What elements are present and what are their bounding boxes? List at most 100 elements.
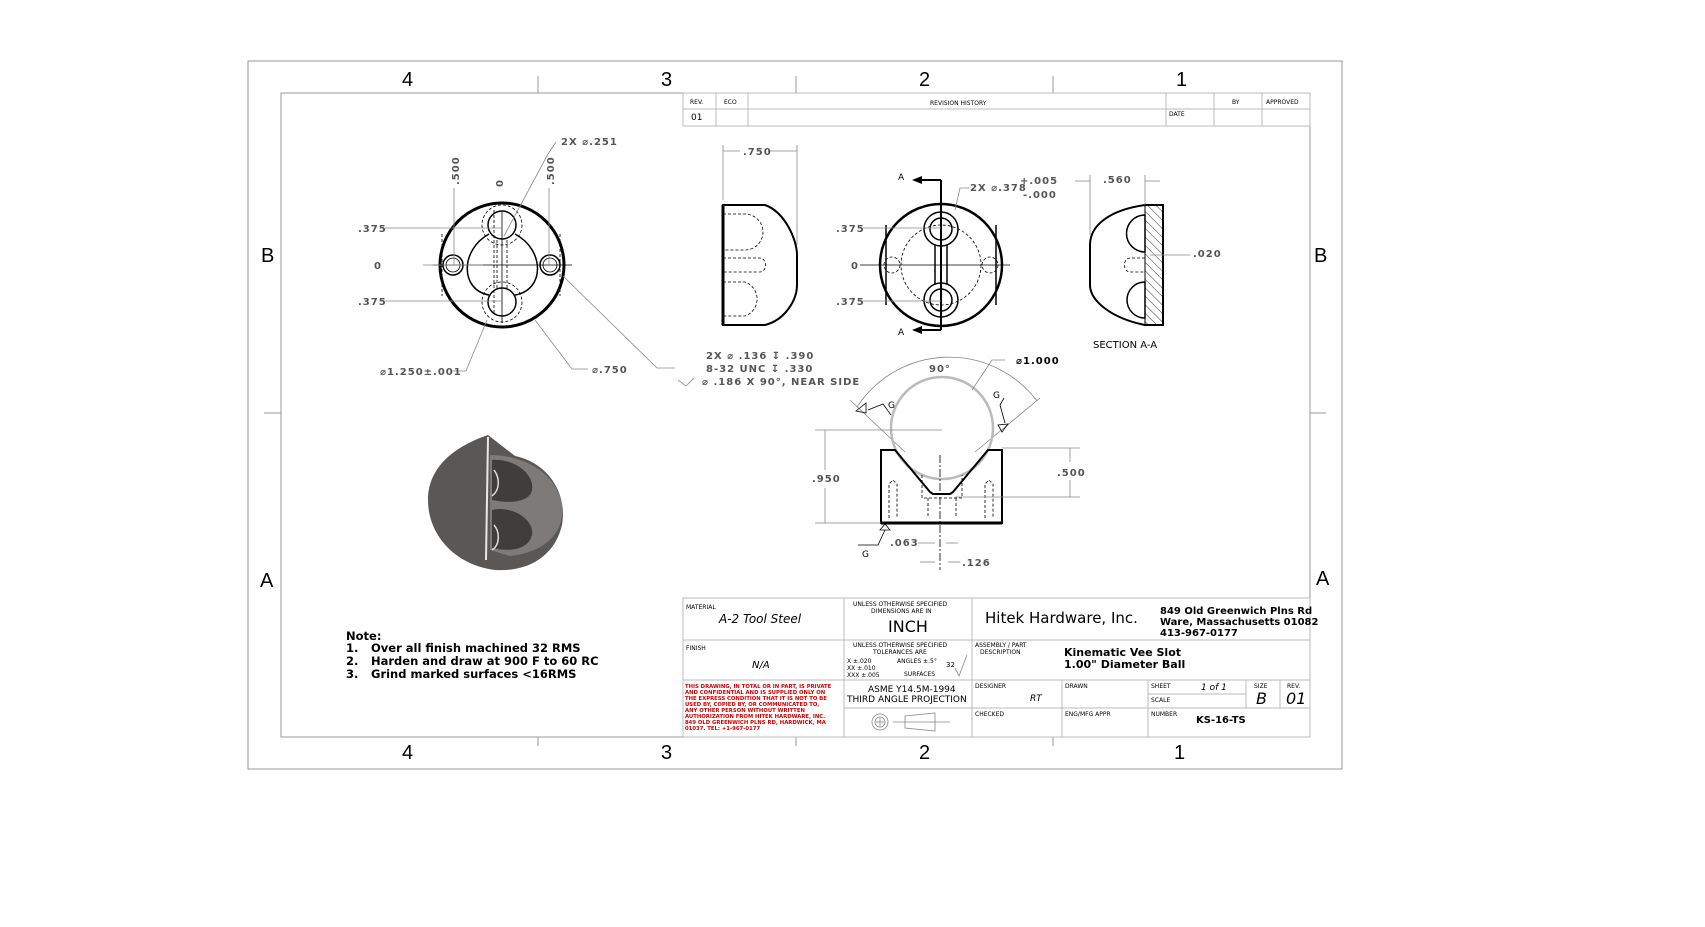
confidential-line: 01037. TEL: +1-967-0177 xyxy=(685,726,760,732)
hole-callout: 2X ⌀.251 xyxy=(561,137,618,148)
x-left-dim: .500 xyxy=(451,156,462,185)
top-view: A A 2X ⌀.378 +.005 -.000 .375 0 .375 xyxy=(836,173,1058,338)
material-value: A-2 Tool Steel xyxy=(718,612,802,626)
note-3-text: Grind marked surfaces <16RMS xyxy=(371,667,576,681)
confidential-line: ANY OTHER PERSON WITHOUT WRITTEN xyxy=(685,708,805,714)
confidential-notice: THIS DRAWING, IN TOTAL OR IN PART, IS PR… xyxy=(685,684,832,732)
scale-label: SCALE xyxy=(1151,697,1170,704)
size-label: SIZE xyxy=(1254,683,1268,690)
zone-col-1-bottom: 1 xyxy=(1174,742,1185,764)
zone-labels: 4 3 2 1 4 3 2 1 B A B A xyxy=(260,69,1330,764)
description-label-2: DESCRIPTION xyxy=(980,649,1021,656)
zone-col-3-bottom: 3 xyxy=(661,742,672,764)
address-line-1: 849 Old Greenwich Plns Rd xyxy=(1160,606,1312,617)
top-y-top-dim: .375 xyxy=(836,224,865,235)
note-1-number: 1. xyxy=(346,641,358,655)
y-top-dim: .375 xyxy=(358,224,387,235)
x-center-dim: 0 xyxy=(495,179,506,187)
surface-finish-value: 32 xyxy=(946,661,955,669)
by-header: BY xyxy=(1232,99,1240,106)
address-line-3: 413-967-0177 xyxy=(1160,628,1238,639)
confidential-line: USED BY, COPIED BY, OR COMMUNICATED TO, xyxy=(685,702,819,708)
hole-note-line-1: 2X ⌀ .136 ↧ .390 xyxy=(706,351,814,362)
tolerance-plus: +.005 xyxy=(1020,176,1058,187)
third-angle-projection-icon xyxy=(871,712,950,732)
title-block: MATERIAL A-2 Tool Steel UNLESS OTHERWISE… xyxy=(682,597,1318,738)
zone-col-2-top: 2 xyxy=(919,69,930,91)
outer-border xyxy=(247,60,1343,770)
tolerance-xxx: XXX ±.005 xyxy=(847,672,880,679)
ball-diameter-dim: ⌀1.000 xyxy=(1016,356,1060,367)
zone-ticks xyxy=(264,76,1326,746)
units-value: INCH xyxy=(888,617,928,636)
notes-title: Note: xyxy=(346,629,381,643)
designer-value: RT xyxy=(1030,694,1043,704)
slot-width-dim: .126 xyxy=(962,558,991,569)
approved-header: APPROVED xyxy=(1266,99,1299,106)
address-line-2: Ware, Massachusetts 01082 xyxy=(1160,617,1318,628)
zone-row-b-right: B xyxy=(1314,245,1327,267)
confidential-line: AUTHORIZATION FROM HITEK HARDWARE, INC. xyxy=(685,714,825,720)
grind-mark-right: G xyxy=(993,391,1000,401)
zone-col-2-bottom: 2 xyxy=(919,742,930,764)
grind-mark-left: G xyxy=(888,401,895,411)
sheet-value: 1 of 1 xyxy=(1201,683,1227,693)
surfaces-label: SURFACES xyxy=(904,671,935,678)
slot-half-dim: .063 xyxy=(890,538,919,549)
material-label: MATERIAL xyxy=(686,604,716,611)
size-value: B xyxy=(1256,689,1267,708)
zone-col-4-bottom: 4 xyxy=(402,742,413,764)
revision-history-header: REVISION HISTORY xyxy=(930,100,987,107)
tolerance-x: X ±.020 xyxy=(847,658,872,665)
surface-finish-icon xyxy=(954,654,968,677)
confidential-line: 849 OLD GREENWICH PLNS RD, HARDWICK, MA xyxy=(685,720,827,726)
confidential-line: THIS DRAWING, IN TOTAL OR IN PART, IS PR… xyxy=(685,684,832,690)
note-2-number: 2. xyxy=(346,654,358,668)
top-y-center-dim: 0 xyxy=(851,261,859,272)
isometric-render xyxy=(428,435,563,571)
counterbore-dim: ⌀.750 xyxy=(592,365,628,376)
front-view: 2X ⌀.251 .500 0 .500 .375 0 .375 ⌀1.250±… xyxy=(358,137,860,388)
y-bottom-dim: .375 xyxy=(358,297,387,308)
confidential-line: AND CONFIDENTIAL AND IS SUPPLIED ONLY ON xyxy=(685,690,825,696)
units-note-2: DIMENSIONS ARE IN xyxy=(871,608,932,615)
zone-row-b-left: B xyxy=(261,245,274,267)
section-view: .560 .020 SECTION A-A xyxy=(1075,175,1221,351)
zone-col-4-top: 4 xyxy=(402,69,413,91)
zone-col-1-top: 1 xyxy=(1176,69,1187,91)
notes: Note: 1. Over all finish machined 32 RMS… xyxy=(346,629,599,681)
number-label: NUMBER xyxy=(1151,711,1177,718)
description-label-1: ASSEMBLY / PART xyxy=(975,642,1027,649)
confidential-line: THE EXPRESS CONDITION THAT IT IS NOT TO … xyxy=(685,696,827,702)
revision-table: REV. ECO REVISION HISTORY DATE BY APPROV… xyxy=(682,92,1311,127)
note-3-number: 3. xyxy=(346,667,358,681)
hole-note-line-3: ⌀ .186 X 90°, NEAR SIDE xyxy=(702,377,860,388)
projection-type: THIRD ANGLE PROJECTION xyxy=(846,695,967,705)
tolerance-note-2: TOLERANCES ARE xyxy=(872,649,927,656)
section-label: SECTION A-A xyxy=(1093,340,1157,351)
section-marker-bottom: A xyxy=(898,328,905,338)
grind-mark-bottom: G xyxy=(862,550,869,560)
rev-header: REV. xyxy=(690,99,703,106)
date-header: DATE xyxy=(1169,111,1185,118)
section-marker-top: A xyxy=(898,173,905,183)
finish-label: FINISH xyxy=(686,645,706,652)
finish-value: N/A xyxy=(752,660,770,671)
drawn-label: DRAWN xyxy=(1065,683,1088,690)
vee-depth-dim: .500 xyxy=(1057,468,1086,479)
sheet-label: SHEET xyxy=(1151,683,1171,690)
asme-standard: ASME Y14.5M-1994 xyxy=(868,685,956,695)
hole-note-line-2: 8-32 UNC ↧ .330 xyxy=(706,364,813,375)
top-y-bottom-dim: .375 xyxy=(836,297,865,308)
zone-row-a-right: A xyxy=(1316,568,1330,590)
tolerance-minus: -.000 xyxy=(1023,190,1057,201)
vee-view: .950 .500 .063 .126 ⌀1.000 90° G G G xyxy=(812,356,1086,570)
angle-tolerance: ANGLES ±.5° xyxy=(897,658,937,665)
zone-row-a-left: A xyxy=(260,570,274,592)
side-width-dim: .750 xyxy=(743,147,772,158)
section-width-dim: .560 xyxy=(1103,175,1132,186)
tolerance-note-1: UNLESS OTHERWISE SPECIFIED xyxy=(853,642,948,649)
checked-label: CHECKED xyxy=(975,711,1004,718)
rev-row-value: 01 xyxy=(691,113,702,123)
